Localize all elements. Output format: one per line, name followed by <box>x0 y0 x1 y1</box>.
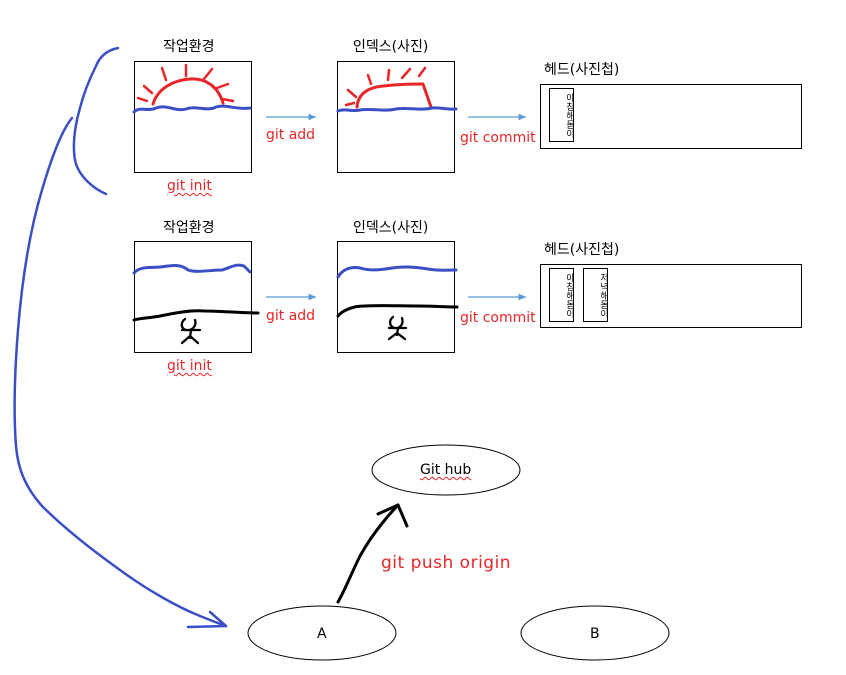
sunset-drawing-index <box>338 267 457 339</box>
push-label: git push origin <box>381 553 511 573</box>
github-label: Git hub <box>420 462 471 478</box>
sunset-drawing-workspace <box>134 265 258 343</box>
sunrise-drawing-index <box>338 68 456 111</box>
node-b-label: B <box>590 626 600 642</box>
sunrise-drawing-workspace <box>134 65 250 112</box>
blue-bracket-arrow <box>15 48 226 627</box>
node-a-label: A <box>317 626 327 642</box>
github-text: Git hub <box>420 462 471 478</box>
